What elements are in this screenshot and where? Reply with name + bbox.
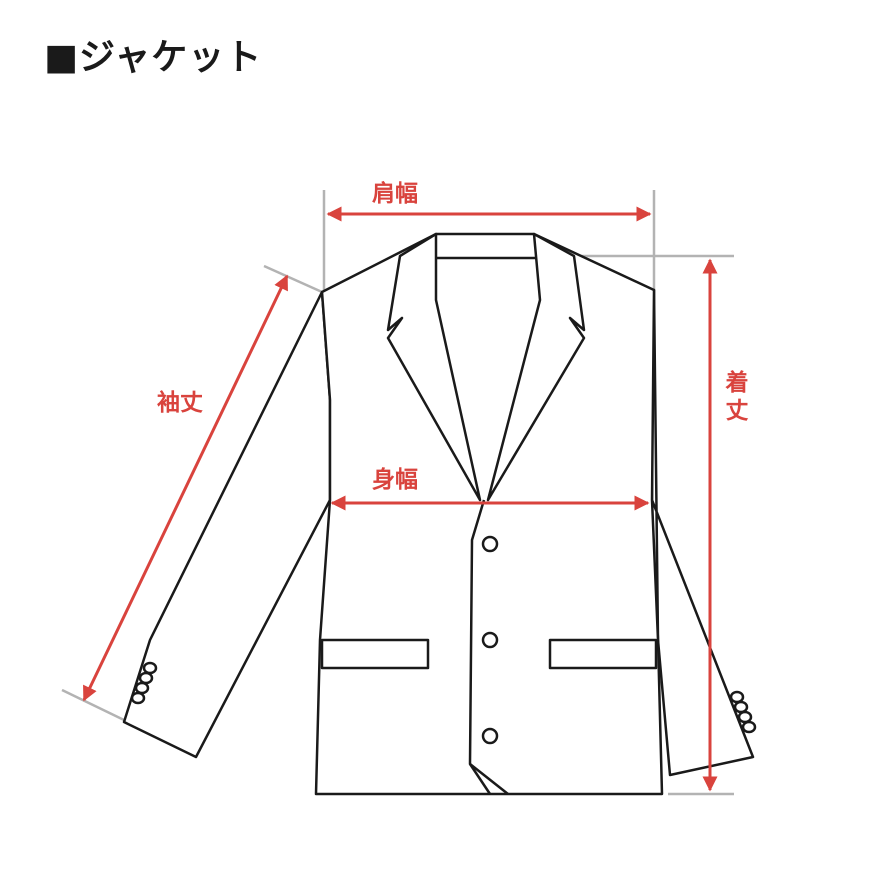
right-cuff-buttons [729, 690, 757, 734]
sleeve-bottom-extension-line [61, 688, 125, 722]
left-lapel [386, 232, 482, 502]
left-sleeve [122, 290, 332, 759]
total-length-label-bottom: 丈 [726, 398, 749, 424]
sleeve-top-extension-line [263, 264, 323, 294]
total-length-label-top: 着 [726, 369, 749, 396]
right-pocket-flap [548, 638, 658, 670]
front-cutaway-line [469, 763, 509, 795]
page-title: ■ジャケット [44, 37, 263, 78]
shoulder-width-label: 肩幅 [372, 180, 418, 207]
right-lapel [486, 232, 586, 502]
body-width-label: 身幅 [372, 466, 418, 493]
jacket-illustration [122, 232, 757, 796]
extension-lines [61, 190, 734, 796]
sleeve-length-label: 袖丈 [157, 389, 203, 416]
front-button-1 [481, 535, 499, 553]
front-button-3 [481, 727, 499, 745]
left-pocket-flap [320, 638, 430, 670]
front-opening-line [468, 499, 492, 795]
dimension-arrows [82, 206, 718, 792]
front-button-2 [481, 631, 499, 649]
jacket-body [314, 232, 664, 796]
sleeve-length-arrow [82, 274, 289, 702]
